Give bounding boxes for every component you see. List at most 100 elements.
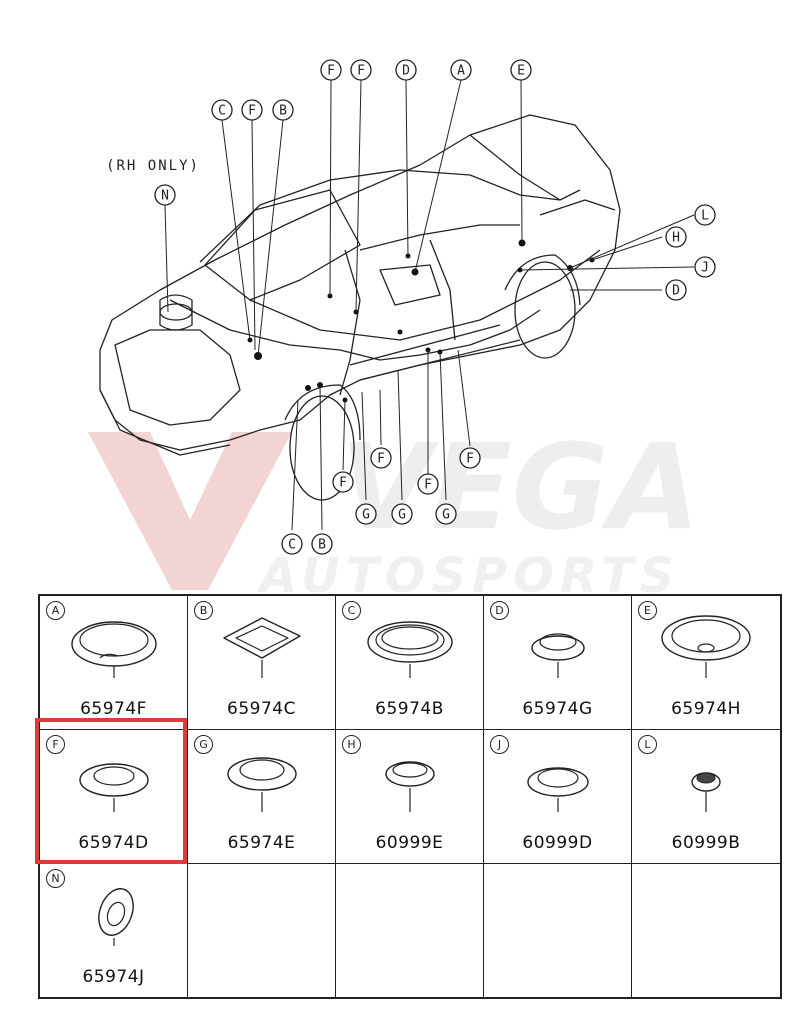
callout-h: H <box>665 226 687 248</box>
grommet-drawing <box>527 767 589 812</box>
callout-j: J <box>694 256 716 278</box>
part-letter: N <box>46 869 65 888</box>
svg-text:B: B <box>318 538 326 553</box>
part-cell-h: H 60999E <box>336 730 484 864</box>
svg-text:D: D <box>402 64 410 79</box>
svg-text:J: J <box>701 261 709 276</box>
callout-d: D <box>395 59 417 81</box>
grommet-drawing <box>98 888 134 946</box>
callout-b: B <box>272 99 294 121</box>
callout-f: F <box>459 447 481 469</box>
pillar-b <box>429 239 456 341</box>
part-letter: D <box>490 601 509 620</box>
grommet-drawing <box>385 761 435 812</box>
svg-text:D: D <box>672 284 680 299</box>
svg-text:G: G <box>442 508 450 523</box>
reservoir <box>159 303 193 321</box>
empty-cell <box>336 864 484 997</box>
callout-a: A <box>450 59 472 81</box>
empty-cell <box>188 864 336 997</box>
part-number: 65974F <box>80 699 147 719</box>
callout-g: G <box>435 503 457 525</box>
part-cell-j: J 60999D <box>484 730 632 864</box>
center-tunnel <box>359 224 520 251</box>
svg-text:F: F <box>424 478 432 493</box>
svg-text:F: F <box>248 104 256 119</box>
part-number: 65974J <box>82 967 145 987</box>
part-number: 60999B <box>671 833 741 853</box>
svg-text:A: A <box>457 64 465 79</box>
callout-f: F <box>350 59 372 81</box>
callout-f: F <box>332 471 354 493</box>
part-cell-n: N 65974J <box>40 864 188 997</box>
part-cell-l: L 60999B <box>632 730 780 864</box>
callout-f: F <box>417 473 439 495</box>
rh-only-note: (RH ONLY) <box>106 158 200 174</box>
rear-deck <box>539 199 616 216</box>
part-number: 65974G <box>522 699 593 719</box>
grommet-drawing <box>531 633 585 678</box>
part-letter: E <box>638 601 657 620</box>
svg-text:F: F <box>377 452 385 467</box>
part-letter: B <box>194 601 213 620</box>
svg-text:G: G <box>398 508 406 523</box>
svg-text:F: F <box>357 64 365 79</box>
bumper <box>99 389 231 456</box>
sill-inner <box>349 324 501 366</box>
callout-f: F <box>320 59 342 81</box>
part-letter: J <box>490 735 509 754</box>
part-letter: C <box>342 601 361 620</box>
svg-text:N: N <box>161 189 169 204</box>
svg-text:F: F <box>327 64 335 79</box>
svg-text:G: G <box>362 508 370 523</box>
highlight-box <box>35 718 187 864</box>
part-cell-a: A 65974F <box>40 596 188 730</box>
part-cell-g: G 65974E <box>188 730 336 864</box>
front-wheel-arch <box>284 384 361 441</box>
callout-n: N <box>154 184 176 206</box>
part-letter: A <box>46 601 65 620</box>
trunk-lid <box>469 134 581 201</box>
inner-frame <box>169 299 541 361</box>
grommet-drawing <box>79 763 149 812</box>
part-letter: G <box>194 735 213 754</box>
part-letter: F <box>46 735 65 754</box>
part-letter: H <box>342 735 361 754</box>
leader-lines <box>164 79 695 531</box>
grommet-drawing <box>71 621 157 678</box>
windshield <box>204 189 361 301</box>
svg-text:F: F <box>466 452 474 467</box>
part-number: 60999E <box>375 833 444 853</box>
svg-text:C: C <box>288 538 296 553</box>
rear-wheel <box>514 261 576 359</box>
callout-c: C <box>281 533 303 555</box>
callout-d: D <box>665 279 687 301</box>
seat-area <box>379 264 441 306</box>
svg-text:E: E <box>517 64 525 79</box>
callout-f: F <box>241 99 263 121</box>
empty-cell <box>632 864 780 997</box>
strut-tower <box>159 294 193 331</box>
part-letter: L <box>638 735 657 754</box>
grommet-drawing <box>691 772 721 812</box>
empty-cell <box>484 864 632 997</box>
svg-text:F: F <box>339 476 347 491</box>
pillar-a <box>339 249 361 396</box>
part-number: 60999D <box>522 833 593 853</box>
callout-l: L <box>694 204 716 226</box>
rear-wheel-arch <box>504 254 581 306</box>
roof-line <box>199 169 561 263</box>
part-number: 65974B <box>375 699 444 719</box>
part-cell-d: D 65974G <box>484 596 632 730</box>
engine-bay <box>114 329 241 426</box>
part-number: 65974E <box>227 833 296 853</box>
grommet-drawing <box>227 757 297 812</box>
callout-g: G <box>355 503 377 525</box>
svg-text:C: C <box>218 104 226 119</box>
floor-line <box>249 249 601 341</box>
part-cell-c: C 65974B <box>336 596 484 730</box>
